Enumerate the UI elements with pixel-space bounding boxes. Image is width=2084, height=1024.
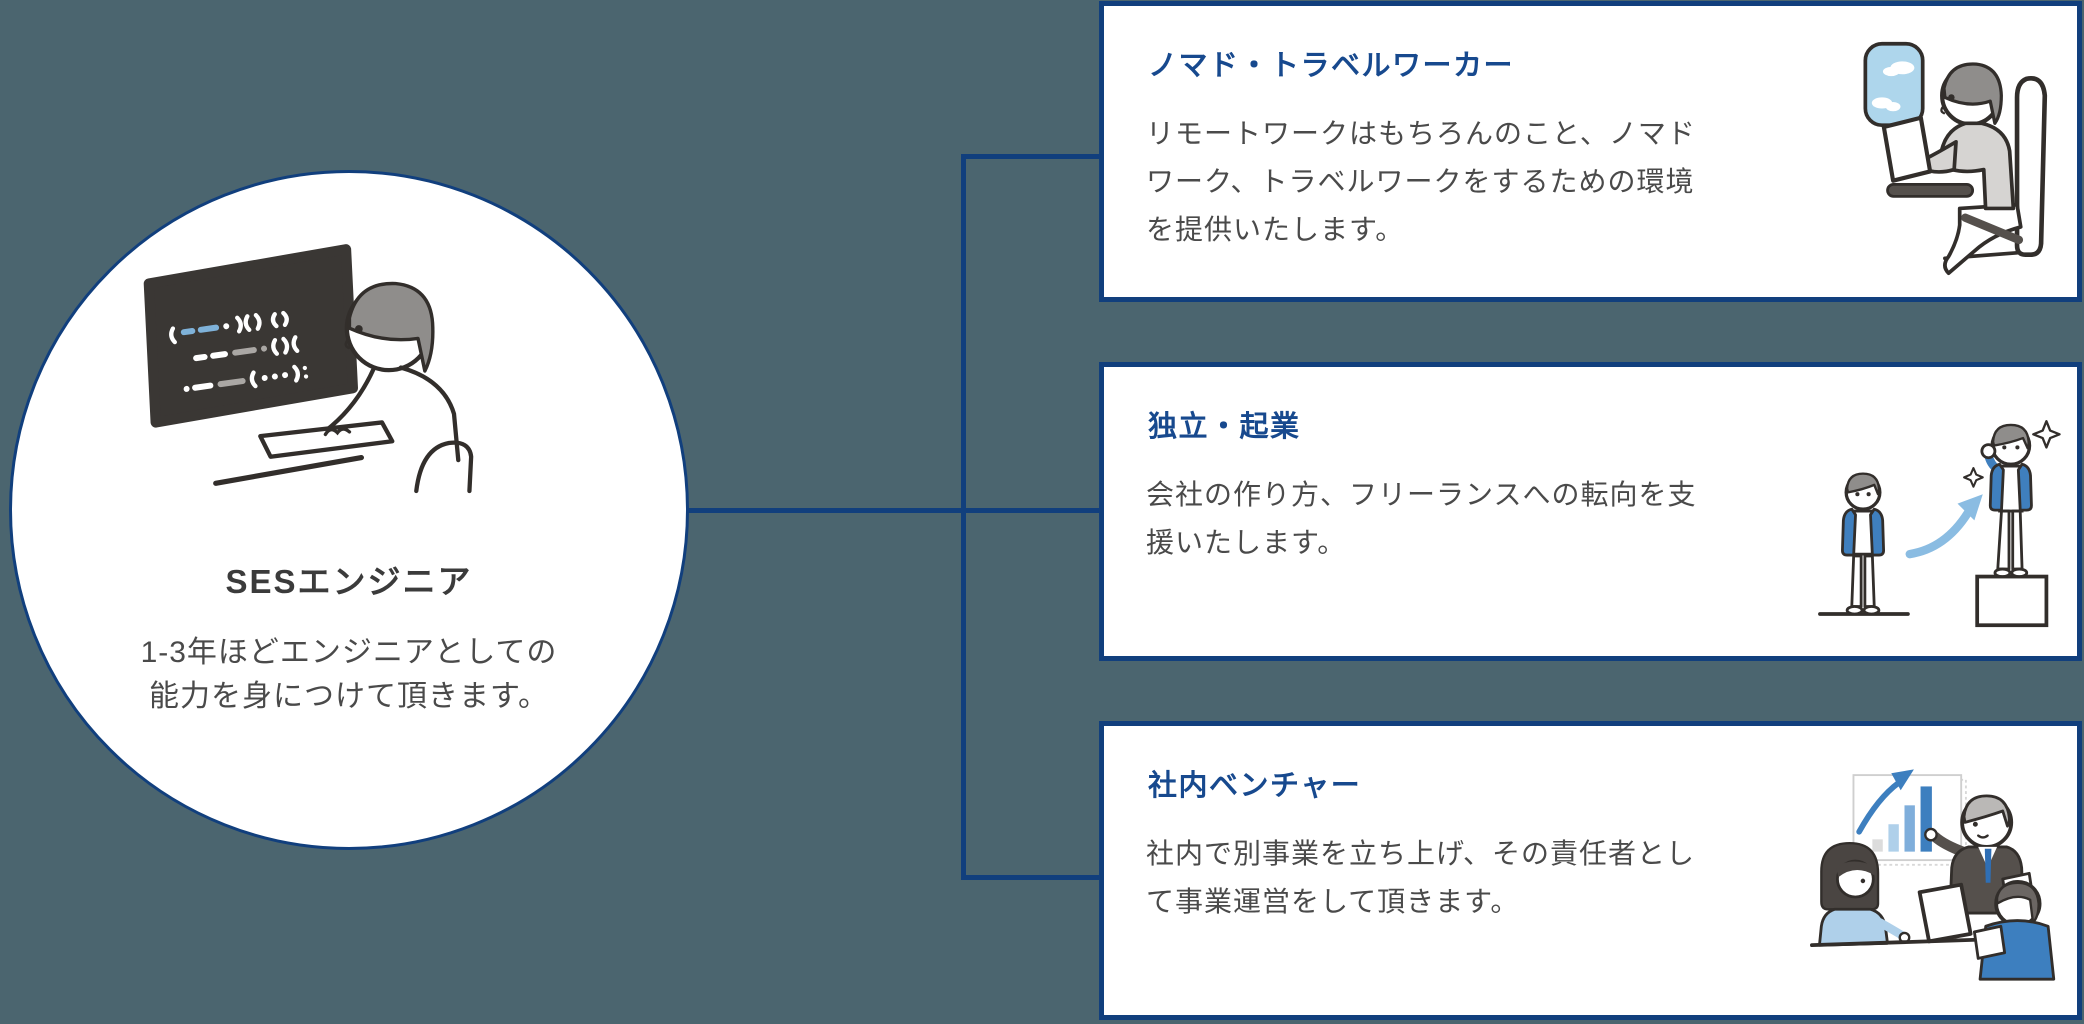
card-nomad-travel-worker: ノマド・トラベルワーカー リモートワークはもちろんのこと、ノマド ワーク、トラベ…	[1099, 1, 2082, 302]
airplane-laptop-worker-illustration	[1863, 41, 2048, 275]
connector-line-middle	[686, 508, 1101, 513]
engineer-coding-illustration	[143, 244, 474, 494]
connector-line-trunk	[961, 154, 966, 880]
connector-line-bottom	[961, 875, 1101, 880]
description-line: を提供いたします。	[1146, 214, 1405, 245]
card-independence-startup: 独立・起業 会社の作り方、フリーランスへの転向を支 援いたします。	[1099, 362, 2082, 661]
description-line: 社内で別事業を立ち上げ、その責任者とし	[1146, 838, 1696, 869]
card-internal-venture: 社内ベンチャー 社内で別事業を立ち上げ、その責任者とし て事業運営をして頂きます…	[1099, 721, 2082, 1020]
card-description: 会社の作り方、フリーランスへの転向を支 援いたします。	[1146, 471, 1696, 567]
ses-engineer-description: 1-3年ほどエンジニアとしての 能力を身につけて頂きます。	[12, 631, 686, 719]
card-title: 独立・起業	[1148, 411, 1301, 443]
card-description: リモートワークはもちろんのこと、ノマド ワーク、トラベルワークをするための環境 …	[1146, 110, 1696, 254]
ses-engineer-title: SESエンジニア	[225, 563, 473, 600]
description-line: 会社の作り方、フリーランスへの転向を支	[1146, 479, 1697, 510]
description-line: て事業運営をして頂きます。	[1146, 886, 1520, 917]
description-line: リモートワークはもちろんのこと、ノマド	[1146, 118, 1696, 149]
card-title: ノマド・トラベルワーカー	[1148, 50, 1515, 82]
card-description: 社内で別事業を立ち上げ、その責任者とし て事業運営をして頂きます。	[1146, 830, 1695, 926]
description-line: 1-3年ほどエンジニアとしての	[140, 636, 558, 669]
connector-line-top	[961, 154, 1101, 159]
step-up-success-illustration	[1818, 419, 2061, 627]
ses-engineer-node: SESエンジニア 1-3年ほどエンジニアとしての 能力を身につけて頂きます。	[9, 170, 689, 850]
description-line: 能力を身につけて頂きます。	[149, 680, 549, 713]
description-line: ワーク、トラベルワークをするための環境	[1146, 166, 1695, 197]
description-line: 援いたします。	[1146, 527, 1347, 558]
card-title: 社内ベンチャー	[1148, 770, 1362, 802]
meeting-presentation-chart-illustration	[1810, 768, 2056, 981]
